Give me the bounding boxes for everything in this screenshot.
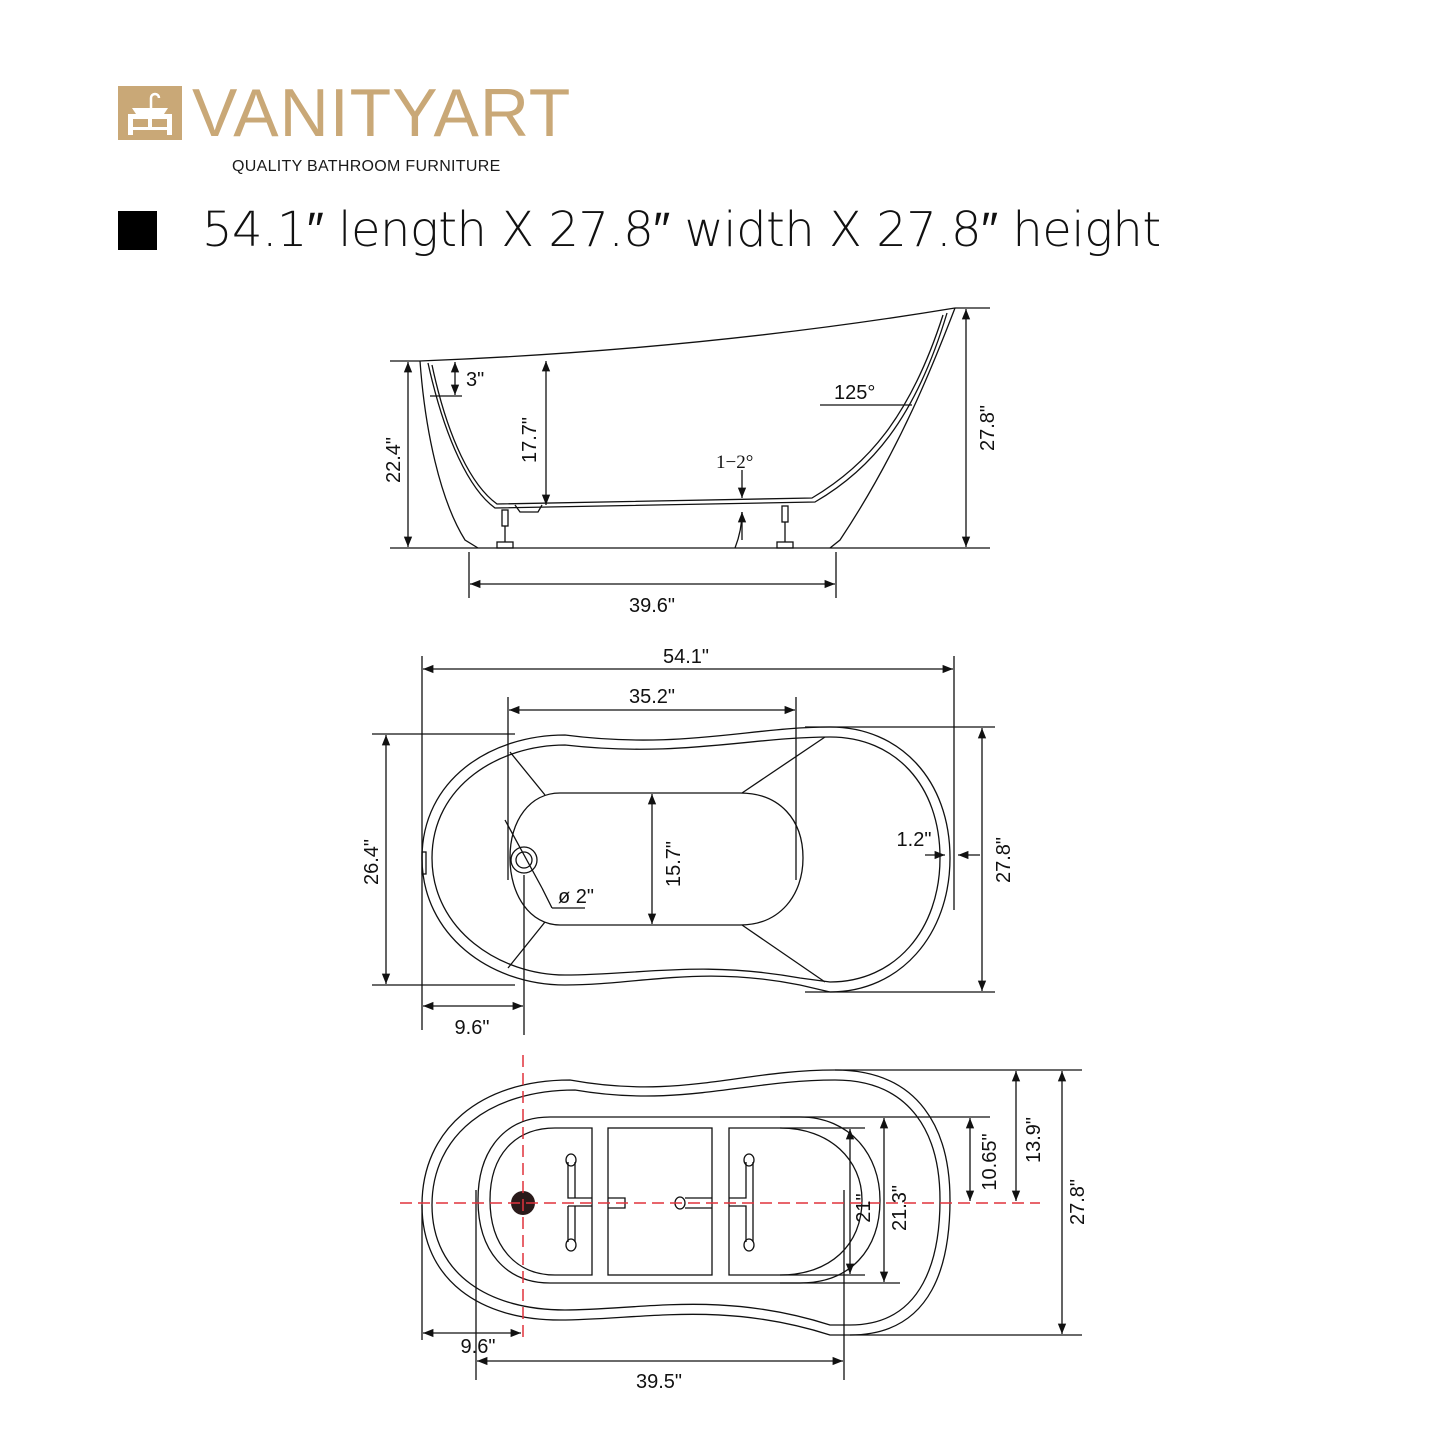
svg-text:ø 2": ø 2"	[558, 886, 594, 908]
svg-text:26.4": 26.4"	[361, 839, 383, 885]
svg-text:39.6": 39.6"	[629, 595, 675, 617]
svg-text:15.7": 15.7"	[663, 841, 685, 887]
svg-text:125°: 125°	[834, 382, 875, 404]
svg-text:1.2": 1.2"	[897, 829, 932, 851]
svg-text:21.3": 21.3"	[889, 1185, 911, 1231]
svg-text:22.4": 22.4"	[383, 437, 405, 483]
svg-text:13.9": 13.9"	[1023, 1117, 1045, 1163]
svg-text:1−2°: 1−2°	[716, 452, 753, 473]
brand-name: VANITYART	[192, 75, 572, 151]
side-view	[390, 307, 990, 598]
bullet-square-icon	[118, 211, 157, 250]
bottom-view-labels: 21" 21.3" 10.65" 13.9" 27.8" 9.6" 39.5"	[461, 1117, 1089, 1393]
dimensions-summary: 54.1″ length X 27.8″ width X 27.8″ heigh…	[202, 202, 1161, 258]
svg-text:27.8": 27.8"	[993, 837, 1015, 883]
bottom-view	[421, 1069, 1082, 1380]
side-view-labels: 3" 22.4" 17.7" 125° 1−2° 27.8" 39.6"	[383, 369, 999, 617]
svg-text:21": 21"	[853, 1193, 875, 1222]
bottom-view-centerlines	[400, 1055, 1040, 1340]
brand-tagline: QUALITY BATHROOM FURNITURE	[232, 158, 501, 175]
svg-text:3": 3"	[466, 369, 484, 391]
svg-text:54.1": 54.1"	[663, 646, 709, 668]
svg-text:9.6": 9.6"	[455, 1017, 490, 1039]
vanity-sink-icon	[118, 86, 182, 140]
svg-text:9.6": 9.6"	[461, 1336, 496, 1358]
svg-text:27.8": 27.8"	[977, 405, 999, 451]
svg-text:27.8": 27.8"	[1067, 1179, 1089, 1225]
top-view-labels: 54.1" 35.2" 26.4" 15.7" ø 2" 1.2" 27.8" …	[361, 646, 1015, 1039]
vanityart-logo: VANITYART	[118, 75, 572, 151]
svg-text:10.65": 10.65"	[979, 1133, 1001, 1190]
svg-text:35.2": 35.2"	[629, 686, 675, 708]
top-view	[372, 656, 995, 1035]
svg-text:39.5": 39.5"	[636, 1371, 682, 1393]
svg-text:17.7": 17.7"	[519, 417, 541, 463]
